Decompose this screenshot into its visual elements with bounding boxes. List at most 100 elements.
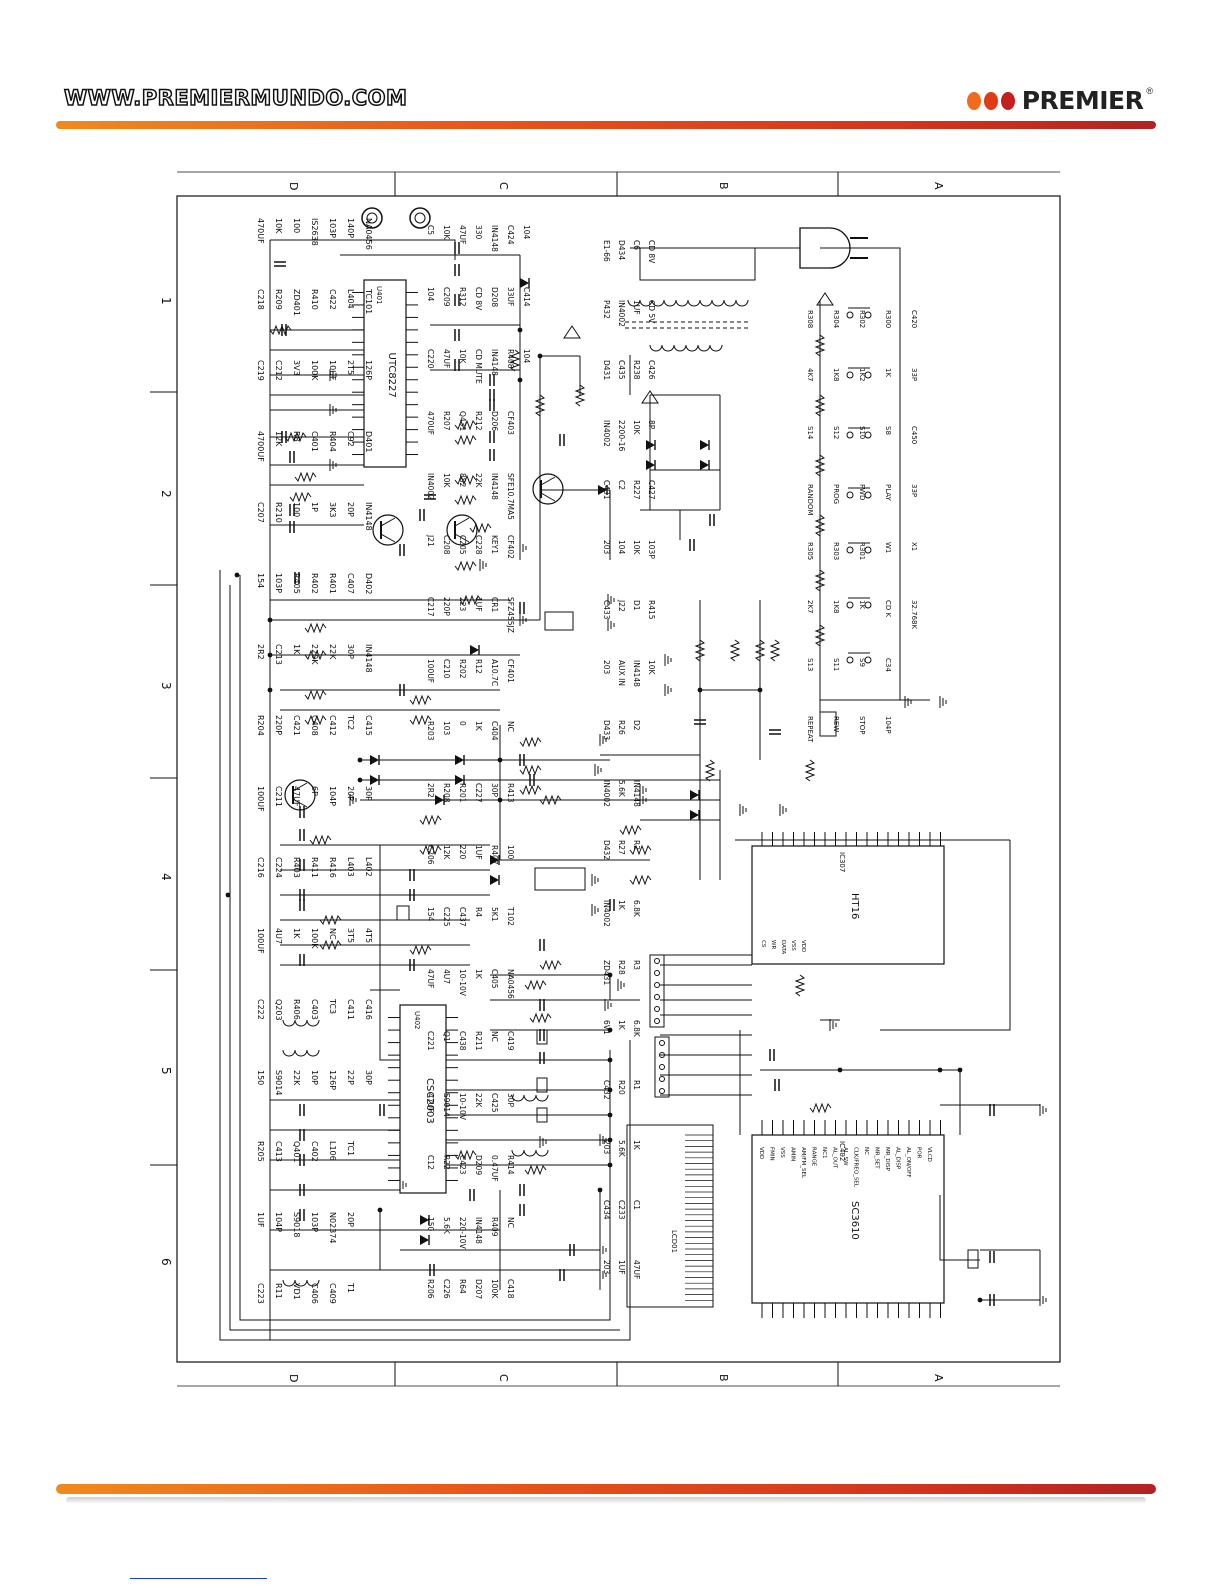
- component-label-c: R12: [474, 659, 483, 674]
- ic-boxes: UTC8227U401CSC2003U402SC3610IC402HT16IC3…: [352, 279, 945, 1318]
- component-label-c: 0.47UF: [490, 1155, 499, 1182]
- resistor: [304, 689, 327, 701]
- component-label-d: 22K: [328, 644, 337, 660]
- component-label-a: REW: [832, 716, 840, 732]
- component-label-b: ZD431: [602, 960, 611, 985]
- component-label-c: 22K: [474, 1093, 483, 1109]
- component-label-b: 6V1: [602, 1020, 611, 1035]
- inductor: [306, 1019, 320, 1027]
- junction-dot: [267, 617, 273, 623]
- component-label-c: IN4148: [490, 473, 499, 500]
- ic-pin-name: VDD: [758, 1147, 764, 1159]
- component-label-b: D2: [632, 720, 641, 731]
- component-label-c: D209: [474, 1155, 483, 1175]
- component-label-b: 203: [602, 1260, 611, 1275]
- component-label-d: 1K: [292, 928, 301, 939]
- component-label-d: C408: [310, 715, 319, 736]
- premier-logo: PREMIER ®: [966, 86, 1153, 115]
- resistor: [524, 979, 547, 991]
- component-label-d: 3K3: [328, 502, 337, 517]
- component-label-d: R209: [274, 289, 283, 310]
- resistor: [409, 944, 432, 956]
- footer-shadow: [66, 1497, 1146, 1504]
- component-label-c: R211: [474, 1031, 483, 1051]
- component-label-a: R301: [858, 542, 866, 560]
- junction-dot: [977, 1297, 983, 1303]
- junction-dot: [957, 1067, 963, 1073]
- resistor: [814, 334, 826, 357]
- component-label-c: 33UF: [506, 287, 515, 306]
- component-label-c: J21: [426, 534, 435, 547]
- component-label-d: 100UF: [256, 928, 265, 954]
- switch-contact: [864, 371, 872, 379]
- resistor: [814, 624, 826, 647]
- component-label-c: SFE10.7MA5: [506, 473, 515, 520]
- component-label-d: ZD401: [292, 289, 301, 316]
- component-label-d: 103P: [310, 1212, 319, 1232]
- component-label-a: 1K8: [832, 368, 840, 382]
- component-label-d: C92: [346, 431, 355, 447]
- component-label-a: PROG: [832, 484, 840, 504]
- resistor: [814, 394, 826, 417]
- component-label-d: C212: [274, 360, 283, 381]
- component-label-b: 6.8K: [632, 900, 641, 918]
- inductor: [673, 344, 687, 352]
- component-label-d: C413: [274, 1141, 283, 1162]
- ic-pin-name: NC1: [821, 1147, 827, 1158]
- speaker-jack-icon: [366, 212, 378, 224]
- resistor: [814, 454, 826, 477]
- component-label-c: 150: [426, 1217, 435, 1232]
- component-label-c: 103: [442, 721, 451, 736]
- component-label-c: 22K: [474, 473, 483, 489]
- resistor: [319, 914, 342, 926]
- component-label-c: CF401: [506, 659, 515, 683]
- ic-pin-name: VSS: [779, 1147, 785, 1158]
- component-label-d: C403: [310, 999, 319, 1020]
- component-label-a: W1: [884, 542, 892, 553]
- diode: [690, 810, 699, 820]
- component-label-d: 2T5: [346, 360, 355, 375]
- component-label-a: X1: [910, 542, 918, 551]
- component-label-a: R305: [806, 542, 814, 560]
- component-label-d: 47UF: [292, 786, 301, 807]
- component-label-d: 470UF: [256, 218, 265, 244]
- resistor: [754, 639, 766, 662]
- diode: [700, 460, 709, 470]
- component-label-d: 1P: [310, 502, 319, 512]
- transistor: [540, 492, 556, 502]
- component-label-d: IN4148: [364, 644, 373, 673]
- component-label-c: R414: [506, 1155, 515, 1175]
- component-label-c: C227: [474, 783, 483, 803]
- component-label-b: D432: [602, 840, 611, 860]
- component-label-a: C420: [910, 310, 918, 328]
- component-label-d: L404: [346, 289, 355, 309]
- component-label-c: C225: [442, 907, 451, 927]
- component-label-d: T1: [346, 1282, 355, 1293]
- component-label-c: R413: [506, 783, 515, 803]
- inductor: [685, 344, 699, 352]
- grid-row-label: 1: [159, 297, 173, 305]
- component-label-d: 10UF: [328, 360, 337, 381]
- component-label-d: L403: [346, 857, 355, 877]
- resistor: [794, 974, 806, 997]
- logo-dot-icon: [966, 91, 981, 110]
- component-label-c: C418: [506, 1279, 515, 1299]
- grid-row-label: 5: [159, 1067, 173, 1075]
- diode: [690, 790, 699, 800]
- component-label-a: STOP: [858, 716, 866, 734]
- resistor: [729, 639, 741, 662]
- component-label-c: 1K: [474, 969, 483, 980]
- inductor: [282, 1279, 296, 1287]
- ic-pin-name: AL_ON/OFF: [905, 1147, 911, 1178]
- component-label-d: R404: [328, 431, 337, 452]
- component-label-c: 1K: [474, 721, 483, 732]
- footer-link-underline[interactable]: [130, 1578, 267, 1579]
- component-label-d: R401: [328, 573, 337, 594]
- component-label-c: R4: [474, 907, 483, 917]
- component-label-b: 203: [602, 1140, 611, 1155]
- resistor: [419, 814, 442, 826]
- transistor: [380, 533, 396, 543]
- resistor: [539, 959, 562, 971]
- component-label-b: C432: [602, 1080, 611, 1100]
- component-label-d: R411: [310, 857, 319, 878]
